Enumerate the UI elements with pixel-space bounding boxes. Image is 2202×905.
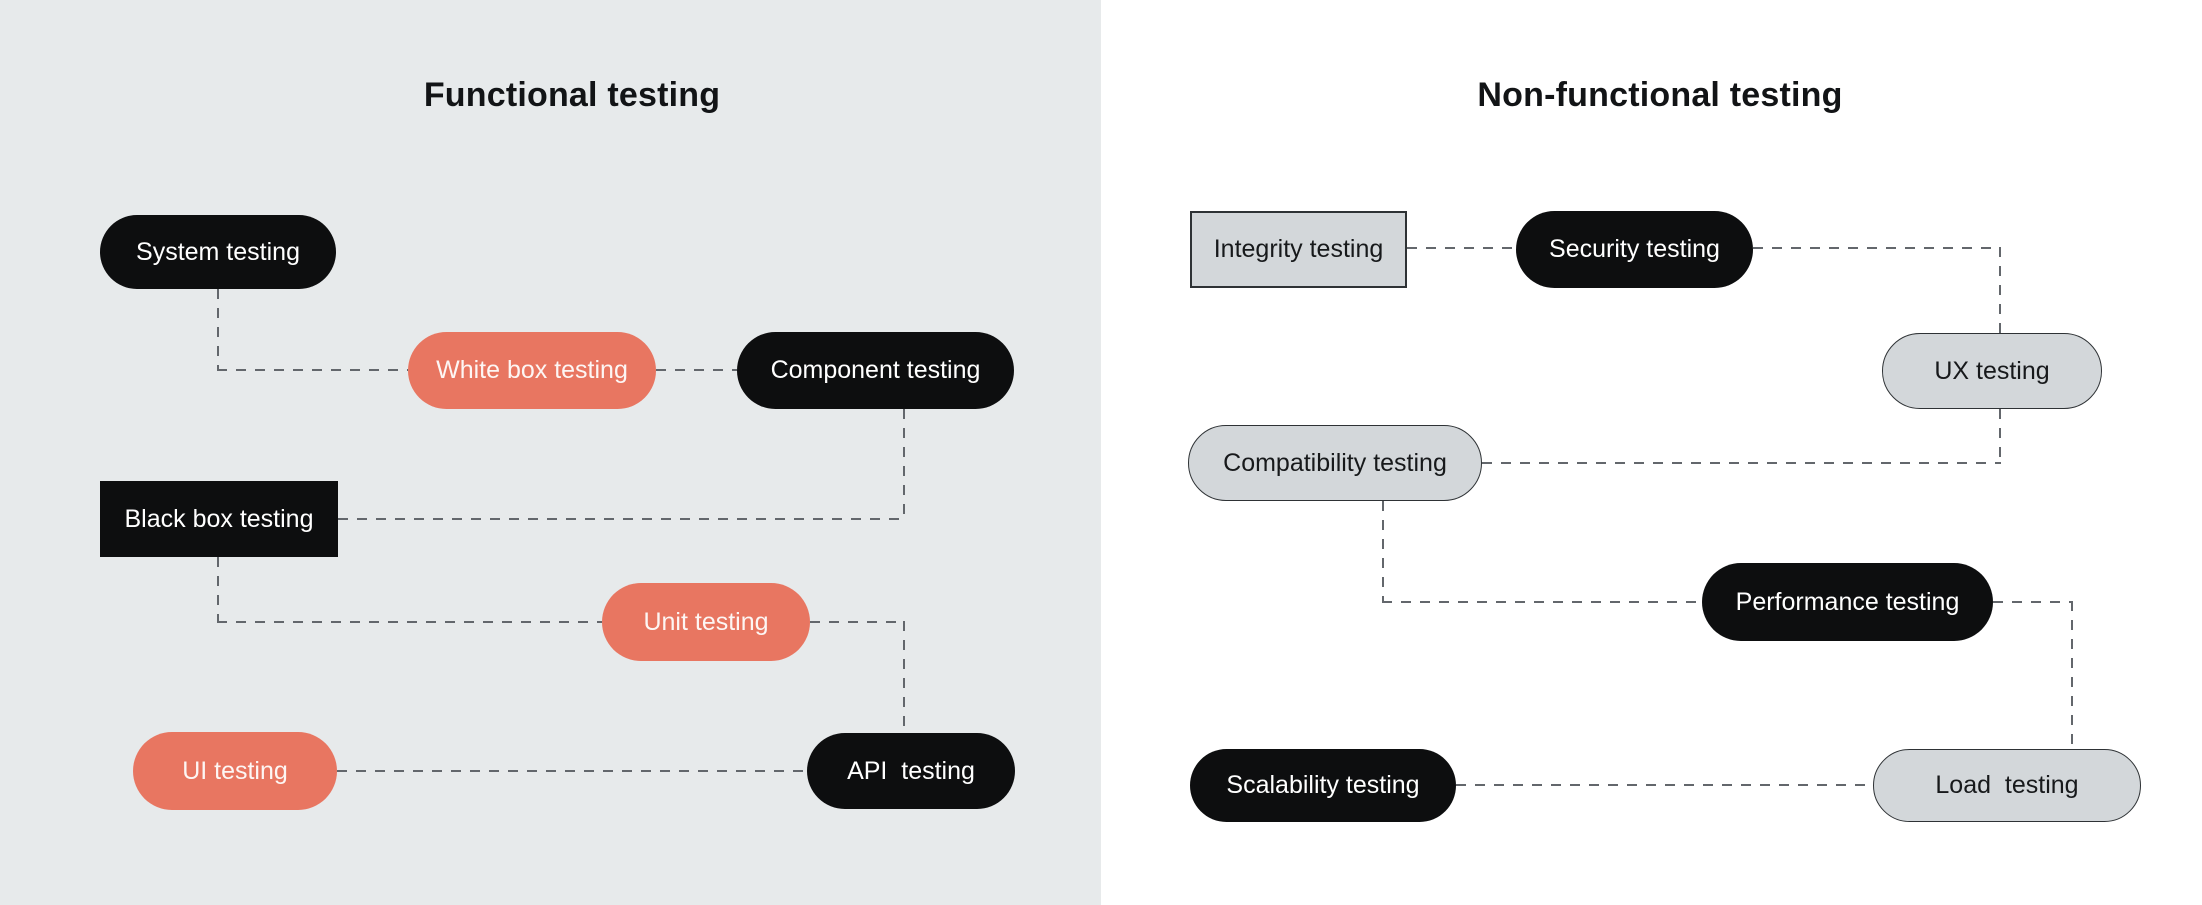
node-unit-testing: Unit testing bbox=[602, 583, 810, 661]
connector-compatibility-to-performance-vertical bbox=[1382, 501, 1384, 602]
node-component-testing: Component testing bbox=[737, 332, 1014, 409]
connector-ux-to-compatibility-horizontal bbox=[1482, 462, 2001, 464]
connector-security-to-ux-vertical bbox=[1999, 247, 2001, 333]
connector-ux-to-compatibility-vertical bbox=[1999, 409, 2001, 463]
node-system-testing: System testing bbox=[100, 215, 336, 289]
connector-performance-to-load-vertical bbox=[2071, 601, 2073, 749]
connector-ui-to-api bbox=[337, 770, 807, 772]
node-integrity-testing: Integrity testing bbox=[1190, 211, 1407, 288]
connector-security-to-ux-horizontal bbox=[1753, 247, 2000, 249]
connector-system-to-whitebox-vertical bbox=[217, 289, 219, 370]
connector-unit-to-api-vertical bbox=[903, 621, 905, 733]
connector-unit-to-api-horizontal bbox=[810, 621, 905, 623]
connector-compatibility-to-performance-horizontal bbox=[1382, 601, 1702, 603]
node-performance-testing: Performance testing bbox=[1702, 563, 1993, 641]
connector-component-to-blackbox-vertical bbox=[903, 409, 905, 519]
node-white-box-testing: White box testing bbox=[408, 332, 656, 409]
node-ui-testing: UI testing bbox=[133, 732, 337, 810]
node-ux-testing: UX testing bbox=[1882, 333, 2102, 409]
connector-scalability-to-load bbox=[1456, 784, 1873, 786]
connector-whitebox-to-component bbox=[656, 369, 737, 371]
node-black-box-testing: Black box testing bbox=[100, 481, 338, 557]
connector-performance-to-load-horizontal bbox=[1993, 601, 2073, 603]
non-functional-testing-title: Non-functional testing bbox=[1477, 76, 1843, 114]
connector-blackbox-to-unit-horizontal bbox=[217, 621, 602, 623]
connector-component-to-blackbox-horizontal bbox=[338, 518, 905, 520]
node-scalability-testing: Scalability testing bbox=[1190, 749, 1456, 822]
connector-system-to-whitebox-horizontal bbox=[217, 369, 408, 371]
connector-blackbox-to-unit-vertical bbox=[217, 557, 219, 622]
connector-integrity-to-security bbox=[1407, 247, 1516, 249]
node-compatibility-testing: Compatibility testing bbox=[1188, 425, 1482, 501]
functional-testing-title: Functional testing bbox=[423, 76, 721, 114]
node-security-testing: Security testing bbox=[1516, 211, 1753, 288]
node-api-testing: API testing bbox=[807, 733, 1015, 809]
node-load-testing: Load testing bbox=[1873, 749, 2141, 822]
